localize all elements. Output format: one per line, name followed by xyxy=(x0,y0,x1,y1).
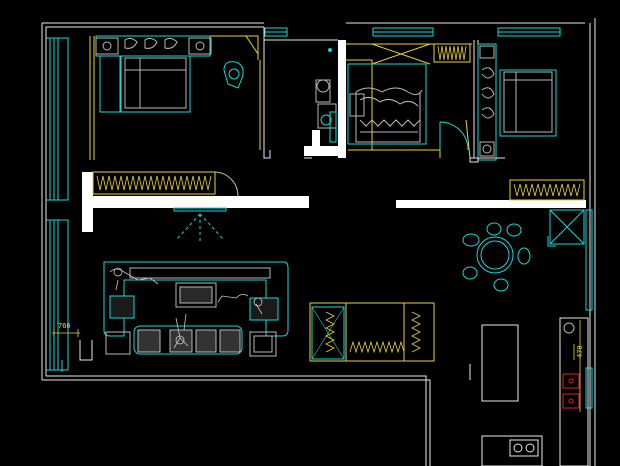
right-bedroom xyxy=(477,43,557,161)
closet-right xyxy=(509,179,585,201)
kitchen-island xyxy=(481,324,519,402)
left-bedroom xyxy=(95,35,244,113)
interior-walls xyxy=(82,40,586,232)
dimension-760 xyxy=(52,329,80,337)
fridge xyxy=(547,209,585,247)
bathroom xyxy=(315,48,337,143)
closet-bottom xyxy=(309,302,435,362)
misc-structure xyxy=(79,157,479,380)
dimension-760-label: 760 xyxy=(58,322,71,330)
stove xyxy=(481,435,543,466)
top-windows xyxy=(264,27,561,37)
left-window xyxy=(46,37,69,372)
center-bedroom xyxy=(347,43,471,151)
interior-thin-walls xyxy=(263,40,505,159)
closet-left xyxy=(92,171,239,197)
yellow-partitions xyxy=(89,35,472,160)
kitchen-counter xyxy=(559,317,589,466)
tv-cabinet xyxy=(173,207,227,244)
right-windows xyxy=(585,209,593,409)
dining-table xyxy=(462,222,531,292)
sofa-set xyxy=(103,261,289,357)
person-figures xyxy=(109,267,263,349)
dimension-470-label: 470 xyxy=(576,345,584,358)
